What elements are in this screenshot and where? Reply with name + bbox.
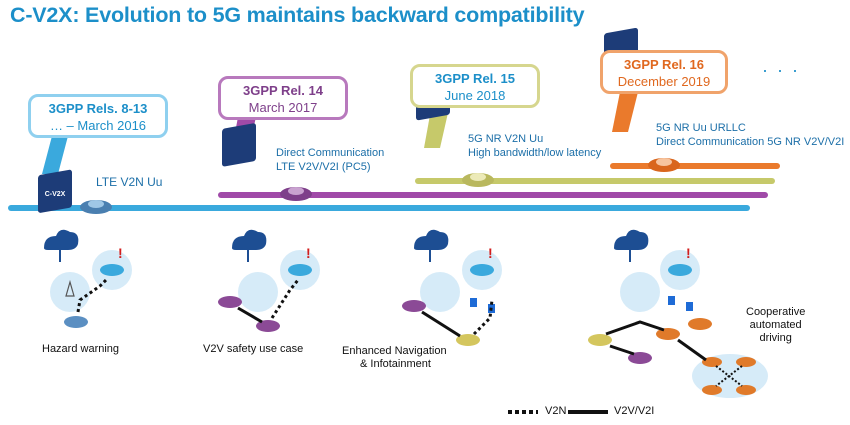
cloud-icon: [44, 229, 79, 250]
release-date: … – March 2016: [49, 118, 147, 133]
hazard-scene: !: [44, 229, 132, 328]
tower-icon: [65, 279, 75, 297]
v2v-scene: !: [218, 229, 320, 332]
svg-text:C-V2X: C-V2X: [611, 149, 632, 156]
svg-text:!: !: [488, 245, 493, 261]
timeline-bar-rel14: [218, 192, 768, 198]
legend-v2n-label: V2N: [545, 405, 567, 417]
release-name: 3GPP Rel. 15: [435, 71, 515, 86]
nav-scene: !: [402, 229, 502, 346]
connector-lte: [42, 136, 68, 174]
feature-rel14-line2: LTE V2V/V2I (PC5): [276, 161, 371, 173]
timeline-bar-rel16: [610, 163, 780, 169]
svg-text:C-V2X: C-V2X: [423, 165, 444, 172]
feature-rel14: Direct Communication LTE V2V/V2I (PC5): [276, 146, 384, 174]
release-name: 3GPP Rel. 16: [624, 57, 704, 72]
release-box-rel-14: 3GPP Rel. 14 March 2017: [218, 76, 348, 120]
release-date: March 2017: [248, 100, 318, 115]
timeline-bar-lte: [8, 205, 750, 211]
usecase-coop-line3: driving: [759, 332, 792, 344]
usecase-nav: Enhanced Navigation & Infotainment: [342, 345, 447, 371]
feature-rel16: 5G NR Uu URLLC Direct Communication 5G N…: [656, 121, 844, 149]
feature-rel14-line1: Direct Communication: [276, 147, 385, 159]
page-title: C-V2X: Evolution to 5G maintains backwar…: [10, 3, 585, 27]
connector-rel16: [612, 92, 638, 132]
svg-text:!: !: [118, 245, 123, 261]
usecase-v2v: V2V safety use case: [203, 343, 304, 355]
usecase-nav-line2: & Infotainment: [360, 358, 431, 370]
chip-rel14-icon: C-V2X: [222, 123, 256, 184]
feature-rel15-line2: High bandwidth/low latency: [468, 147, 602, 159]
feature-rel15-line1: 5G NR V2N Uu: [468, 133, 544, 145]
cloud-icon: [414, 229, 449, 250]
release-name: 3GPP Rel. 14: [243, 83, 323, 98]
feature-rel16-line2: Direct Communication 5G NR V2V/V2I: [656, 136, 845, 148]
svg-text:C-V2X: C-V2X: [229, 177, 250, 184]
usecase-coop-line2: automated: [749, 319, 802, 331]
usecase-coop: Cooperative automated driving: [746, 306, 805, 345]
usecase-hazard: Hazard warning: [42, 343, 120, 355]
car-lte-icon: [80, 200, 112, 214]
release-date: June 2018: [444, 88, 506, 103]
release-name: 3GPP Rels. 8-13: [48, 101, 148, 116]
feature-lte: LTE V2N Uu: [96, 175, 163, 189]
release-box-rel-15: 3GPP Rel. 15 June 2018: [410, 64, 540, 108]
car-rel14-icon: [280, 187, 312, 201]
feature-rel15: 5G NR V2N Uu High bandwidth/low latency: [468, 132, 601, 160]
svg-text:!: !: [306, 245, 311, 261]
svg-text:!: !: [686, 245, 691, 261]
release-box-rels-8-13: 3GPP Rels. 8-13 … – March 2016: [28, 94, 168, 138]
release-date: December 2019: [617, 74, 711, 89]
svg-text:C-V2X: C-V2X: [45, 191, 66, 198]
cloud-icon: [614, 229, 649, 250]
usecase-coop-line1: Cooperative: [746, 306, 806, 318]
chip-lte-icon: C-V2X: [38, 169, 72, 213]
more-releases-indicator: · · ·: [762, 60, 800, 80]
release-box-rel-16: 3GPP Rel. 16 December 2019: [600, 50, 728, 94]
coop-scene: !: [588, 229, 768, 398]
usecase-nav-line1: Enhanced Navigation: [342, 345, 447, 357]
feature-rel16-line1: 5G NR Uu URLLC: [656, 122, 746, 134]
car-rel16-icon: [648, 158, 680, 172]
cloud-icon: [232, 229, 267, 250]
car-rel15-icon: [462, 173, 494, 187]
timeline-bar-rel15: [415, 178, 775, 184]
legend-v2v-label: V2V/V2I: [614, 405, 655, 417]
